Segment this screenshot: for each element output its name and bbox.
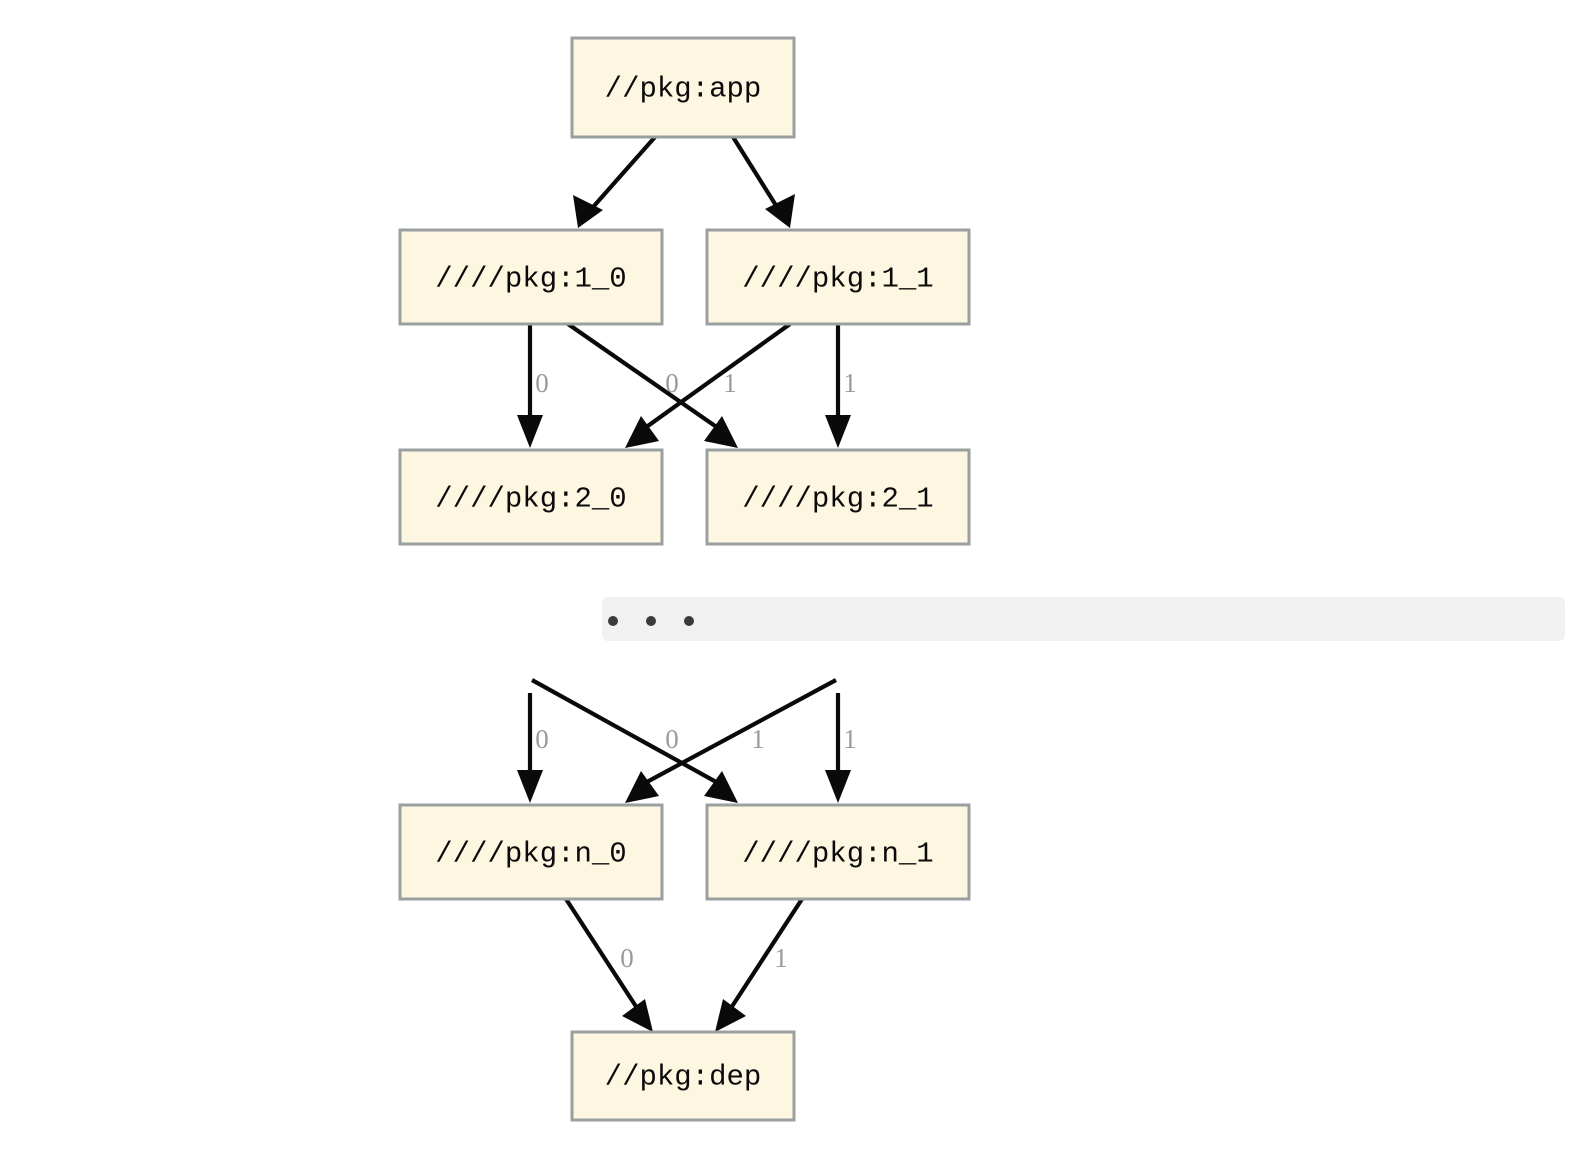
ellipsis-dot-3 (684, 616, 694, 626)
node-box[interactable] (570, 36, 796, 139)
arrowhead-icon (622, 999, 653, 1032)
arrowhead-icon (573, 195, 603, 228)
arrowhead-icon (704, 416, 738, 448)
arrowhead-icon (825, 770, 851, 803)
node-label: ////pkg:1_0 (435, 263, 626, 296)
arrowhead-icon (825, 415, 851, 448)
node-label: ////pkg:2_0 (435, 483, 626, 516)
node-box[interactable] (398, 228, 664, 326)
node-label: //pkg:dep (605, 1061, 762, 1094)
ellipsis-dot-1 (608, 616, 618, 626)
edge-label: 0 (535, 368, 549, 398)
arrowhead-icon (517, 415, 543, 448)
arrowhead-icon (765, 194, 795, 228)
edge-pkg-1-1-to-pkg-2-0: 1 (625, 322, 792, 448)
edge-label: 0 (665, 724, 679, 754)
edge-label: 1 (774, 943, 788, 973)
edge-app-to-pkg-1-1 (731, 135, 795, 228)
edge-line (564, 897, 639, 1010)
node-box[interactable] (398, 803, 664, 901)
node-pkg-n-1[interactable]: ////pkg:n_1 (705, 803, 971, 901)
edge-pkg-1-0-to-pkg-2-0: 0 (517, 324, 549, 448)
edge-label: 1 (843, 368, 857, 398)
edge-label: 1 (843, 724, 857, 754)
node-label: ////pkg:1_1 (742, 263, 933, 296)
edge-app-to-pkg-1-0 (573, 135, 657, 228)
edge-line (566, 322, 720, 430)
edge-line (643, 322, 792, 430)
node-pkg-1-0[interactable]: ////pkg:1_0 (398, 228, 664, 326)
arrowhead-icon (704, 771, 738, 803)
node-pkg-2-1[interactable]: ////pkg:2_1 (705, 448, 971, 546)
node-box[interactable] (705, 803, 971, 901)
ellipsis-band (602, 597, 1565, 641)
edge-line (644, 678, 837, 785)
node-label: ////pkg:n_0 (435, 838, 626, 871)
node-box[interactable] (705, 448, 971, 546)
node-pkg-n-0[interactable]: ////pkg:n_0 (398, 803, 664, 901)
arrowhead-icon (517, 770, 543, 803)
node-box[interactable] (705, 228, 971, 326)
edge-label: 0 (665, 368, 679, 398)
arrowhead-icon (625, 416, 659, 448)
node-pkg-app[interactable]: //pkg:app (570, 36, 796, 139)
edge-line (729, 897, 804, 1010)
node-pkg-dep[interactable]: //pkg:dep (570, 1030, 796, 1122)
edge-label: 1 (723, 368, 737, 398)
edge-continued-to-pkg-n-1: 0 (530, 678, 738, 803)
edge-line (530, 678, 720, 785)
arrowhead-icon (715, 999, 746, 1032)
arrowhead-icon (625, 771, 659, 803)
edge-label: 0 (620, 943, 634, 973)
edge-pkg-n-1-to-dep: 1 (715, 897, 804, 1032)
edge-pkg-1-1-to-pkg-2-1: 1 (825, 324, 857, 448)
node-label: ////pkg:2_1 (742, 483, 933, 516)
edge-pkg-1-0-to-pkg-2-1: 0 (566, 322, 738, 448)
edge-pkg-n-0-to-dep: 0 (564, 897, 653, 1032)
node-label: ////pkg:n_1 (742, 838, 933, 871)
edge-label: 0 (535, 724, 549, 754)
node-pkg-2-0[interactable]: ////pkg:2_0 (398, 448, 664, 546)
edge-continued-straight-to-pkg-n-1: 1 (825, 693, 857, 803)
node-pkg-1-1[interactable]: ////pkg:1_1 (705, 228, 971, 326)
ellipsis-dot-2 (646, 616, 656, 626)
edge-continued-to-pkg-n-0: 0 (517, 693, 549, 803)
edge-label: 1 (751, 724, 765, 754)
node-box[interactable] (398, 448, 664, 546)
ellipsis-band-group (602, 597, 1565, 641)
edge-continued-cross-to-pkg-n-0: 1 (625, 678, 837, 803)
edge-line (584, 135, 657, 217)
node-label: //pkg:app (605, 73, 762, 106)
node-box[interactable] (570, 1030, 796, 1122)
edge-line (731, 135, 784, 217)
